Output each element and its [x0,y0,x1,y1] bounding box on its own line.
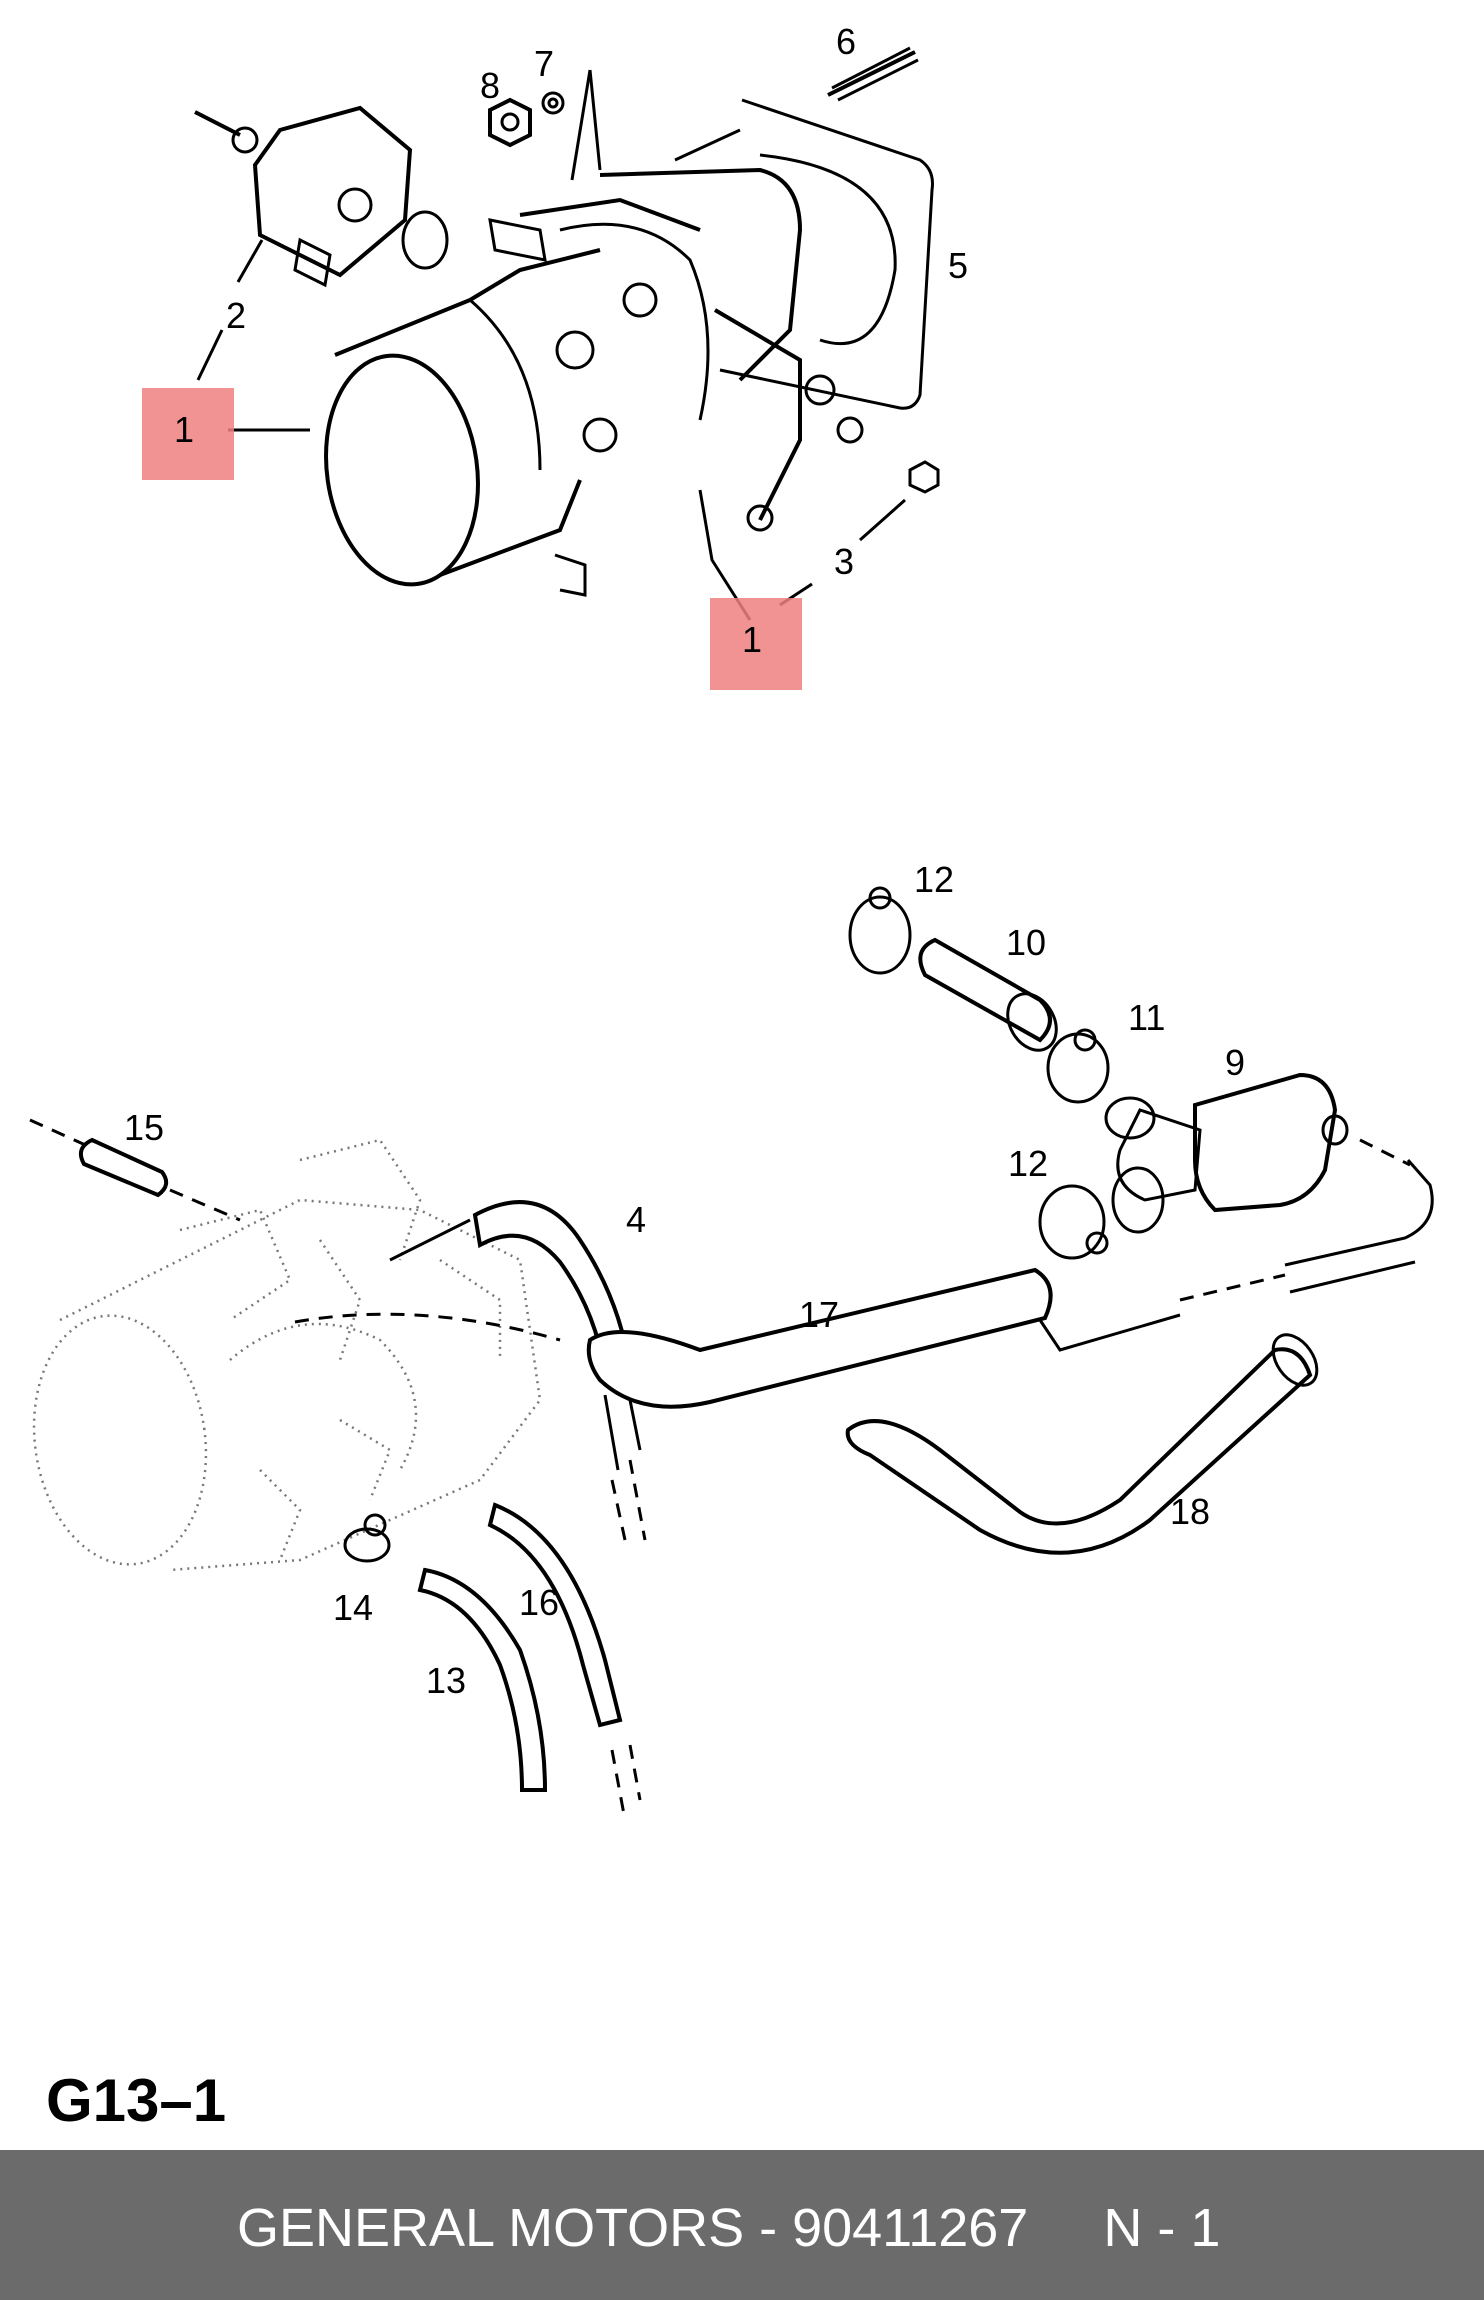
callout-1b: 1 [742,619,762,660]
footer-text: GENERAL MOTORS - 90411267 N - 1 [237,2198,1221,2258]
callout-9: 9 [1225,1042,1245,1083]
callout-2: 2 [226,295,246,336]
callout-3: 3 [834,541,854,582]
footer-bar [0,2150,1484,2300]
callout-16: 16 [519,1582,559,1623]
callout-11: 11 [1128,997,1165,1038]
callout-8: 8 [480,65,500,106]
faded-throttle-body-outline [32,1138,542,1572]
callout-12a: 12 [914,859,954,900]
callout-5: 5 [948,245,968,286]
callout-4: 4 [626,1199,646,1240]
callout-10: 10 [1006,922,1046,963]
hoses-and-clamps [29,886,1434,1821]
highlight-box-part-1-right [710,598,802,690]
callout-17: 17 [799,1294,839,1335]
highlight-box-part-1-left [142,388,234,480]
callout-18: 18 [1170,1491,1210,1532]
callout-6: 6 [836,21,856,62]
callout-1a: 1 [174,409,194,450]
callout-15: 15 [124,1107,164,1148]
parts-diagram: 1 1 2 3 4 5 6 7 8 9 10 11 12 12 13 14 15… [29,21,1434,1821]
throttle-body-assembly [194,46,940,621]
diagram-code: G13–1 [46,2067,227,2134]
callout-12b: 12 [1008,1143,1048,1184]
callout-13: 13 [426,1660,466,1701]
callout-7: 7 [534,43,554,84]
callout-14: 14 [333,1587,373,1628]
